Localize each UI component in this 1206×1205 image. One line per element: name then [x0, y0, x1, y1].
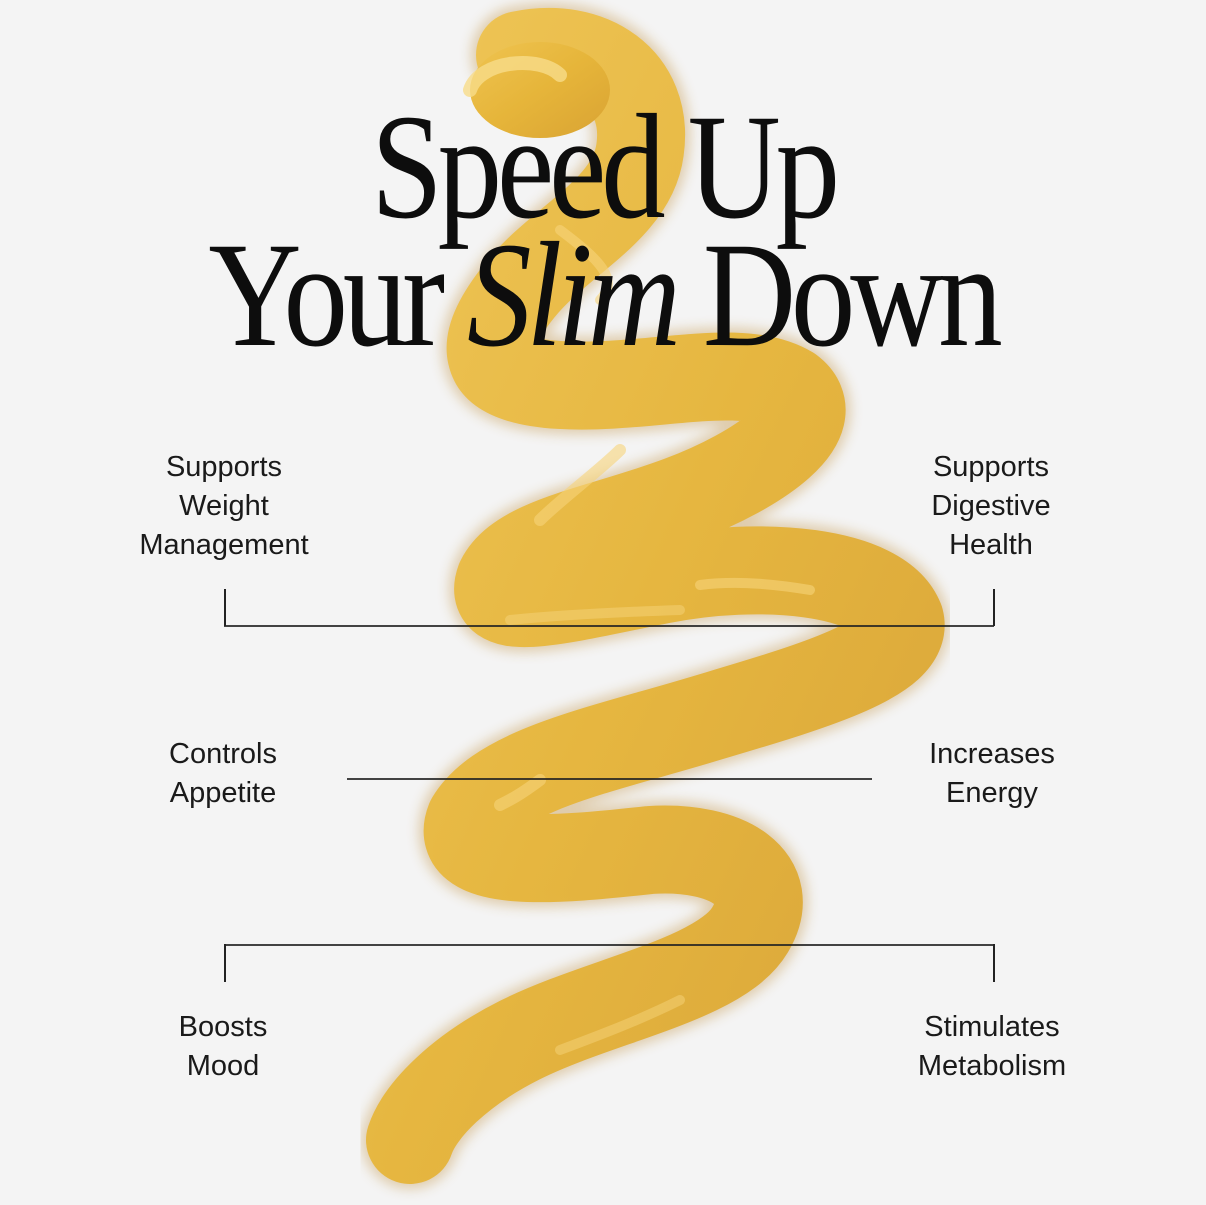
feature-controls-appetite: Controls Appetite	[93, 735, 353, 813]
headline-line-2: Your Slim Down	[84, 220, 1121, 370]
feature-text: Appetite	[169, 777, 277, 809]
feature-supports-weight-management: Supports Weight Management	[94, 448, 354, 565]
feature-supports-digestive-health: Supports Digestive Health	[861, 448, 1121, 565]
headline-down: Down	[675, 212, 1003, 378]
bottom-bracket-left-tick	[224, 944, 226, 982]
headline-line-1: Speed Up	[371, 84, 840, 250]
feature-text: Health	[949, 529, 1033, 561]
feature-text: Stimulates	[924, 1011, 1060, 1043]
feature-text: Mood	[186, 1050, 260, 1082]
feature-boosts-mood: Boosts Mood	[93, 1008, 353, 1086]
feature-text: Energy	[946, 777, 1038, 809]
bottom-bracket-line	[224, 944, 994, 946]
top-bracket-left-tick	[224, 589, 226, 626]
top-bracket-right-tick	[993, 589, 995, 626]
feature-text: Digestive	[931, 490, 1051, 522]
feature-text: Supports	[165, 451, 283, 483]
headline-your: Your	[208, 212, 468, 378]
bottom-bracket-right-tick	[993, 944, 995, 982]
feature-text: Weight	[179, 490, 269, 522]
feature-text: Boosts	[178, 1011, 268, 1043]
middle-divider-line	[347, 778, 872, 780]
headline-slim-italic: Slim	[467, 212, 681, 378]
feature-text: Metabolism	[917, 1050, 1067, 1082]
feature-text: Increases	[929, 738, 1055, 770]
feature-stimulates-metabolism: Stimulates Metabolism	[862, 1008, 1122, 1086]
feature-text: Supports	[932, 451, 1050, 483]
feature-increases-energy: Increases Energy	[862, 735, 1122, 813]
top-bracket-line	[224, 625, 994, 627]
feature-text: Management	[139, 529, 309, 561]
feature-text: Controls	[169, 738, 277, 770]
